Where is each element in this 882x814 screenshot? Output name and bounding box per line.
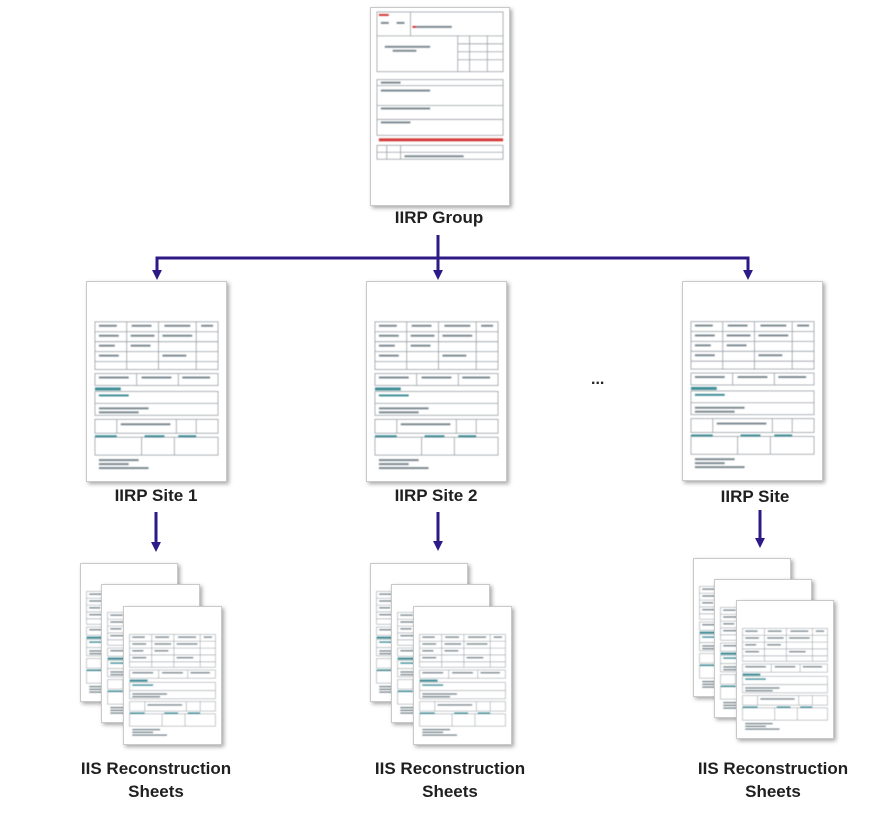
iirp-site-n-document (682, 281, 823, 481)
iirp-site-2-label: IIRP Site 2 (394, 486, 478, 505)
sheet-page (413, 606, 512, 745)
iirp-group-document (370, 7, 510, 206)
sheets-n-label-line2: Sheets (745, 782, 801, 801)
sheets-2-label-line1: IIS Reconstruction (374, 759, 526, 778)
sheets-2-label: IIS Reconstruction Sheets (360, 757, 540, 803)
iirp-site-n-label: IIRP Site (720, 487, 790, 506)
branch-to-site-1-arrow (152, 256, 438, 280)
iirp-site-2-document (366, 281, 507, 482)
sheets-1-label-line2: Sheets (128, 782, 184, 801)
sheets-2-label-line2: Sheets (422, 782, 478, 801)
more-sites-ellipsis: ... (591, 371, 605, 388)
sheets-1-label: IIS Reconstruction Sheets (66, 757, 246, 803)
sheets-n-label-line1: IIS Reconstruction (697, 759, 849, 778)
sheets-1-label-line1: IIS Reconstruction (80, 759, 232, 778)
sheet-page (736, 600, 834, 739)
iirp-group-label: IIRP Group (394, 208, 484, 227)
branch-to-site-n-arrow (438, 256, 753, 280)
iirp-site-1-document (86, 281, 227, 482)
sheet-page (123, 606, 222, 745)
sheets-n-label: IIS Reconstruction Sheets (683, 757, 863, 803)
iirp-site-1-label: IIRP Site 1 (114, 486, 198, 505)
